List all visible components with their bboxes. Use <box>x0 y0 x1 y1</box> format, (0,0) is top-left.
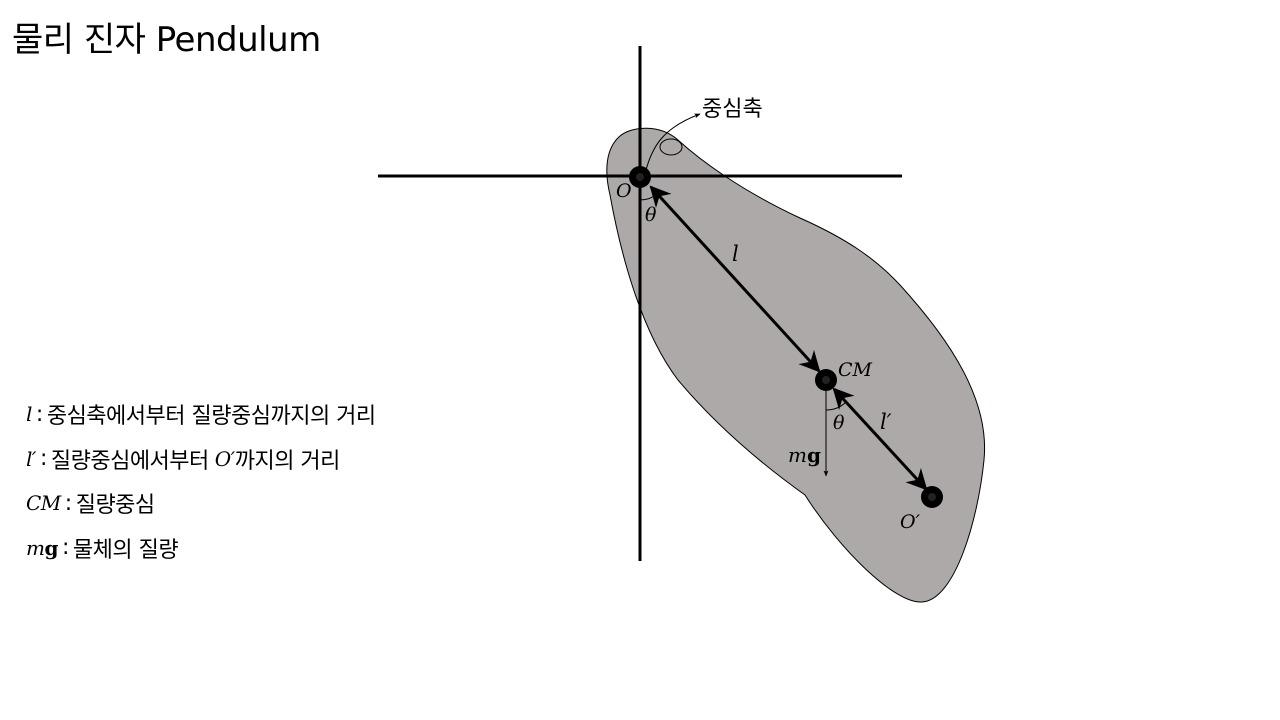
pivot-point-center <box>636 173 644 181</box>
legend-separator: : <box>61 535 69 561</box>
center-of-mass-label: CM <box>838 359 873 381</box>
weight-label: mg <box>788 443 821 467</box>
legend-inline-symbol: O′ <box>214 446 235 471</box>
legend-item-l-prime: l′ : 질량중심에서부터 O′ 까지의 거리 <box>26 437 376 482</box>
length-l-label: l <box>732 242 739 266</box>
cm-angle-arc <box>825 401 847 411</box>
legend-separator: : <box>64 490 72 516</box>
point-o-prime-label: O′ <box>900 511 921 533</box>
length-l-prime-label: l′ <box>880 410 892 434</box>
length-l-arrow <box>649 185 821 373</box>
length-l-prime-arrow <box>832 387 928 491</box>
legend-text-suffix: 까지의 거리 <box>234 448 341 474</box>
weight-g-symbol: g <box>807 443 821 467</box>
pivot-angle-arc <box>639 193 658 201</box>
legend-separator: : <box>35 401 43 427</box>
legend-text: 중심축에서부터 질량중심까지의 거리 <box>46 404 376 430</box>
weight-m-symbol: m <box>788 443 807 467</box>
legend-item-l: l : 중심축에서부터 질량중심까지의 거리 <box>26 392 376 437</box>
legend-text: 질량중심에서부터 <box>50 448 209 474</box>
legend-separator: : <box>39 446 47 472</box>
center-of-mass-center <box>822 376 830 384</box>
legend-text: 질량중심 <box>75 493 155 519</box>
page-title: 물리 진자 Pendulum <box>12 20 321 60</box>
pivot-axis-loop <box>659 138 683 156</box>
pivot-angle-label: θ <box>645 204 657 226</box>
legend-item-cm: CM : 질량중심 <box>26 481 376 526</box>
legend-text: 물체의 질량 <box>72 537 179 563</box>
pivot-callout-arrow <box>645 113 701 171</box>
legend-symbol: CM <box>26 491 61 516</box>
cm-angle-label: θ <box>833 412 845 434</box>
legend-symbol: l <box>26 402 32 427</box>
pivot-point-label: O <box>616 180 632 202</box>
legend-symbol-g: g <box>44 535 58 560</box>
legend-symbol-m: m <box>26 535 45 560</box>
point-o-prime-center <box>928 493 936 501</box>
legend-symbol: l′ <box>26 446 36 471</box>
legend: l : 중심축에서부터 질량중심까지의 거리 l′ : 질량중심에서부터 O′ … <box>26 392 376 570</box>
pivot-callout-label: 중심축 <box>702 97 763 122</box>
